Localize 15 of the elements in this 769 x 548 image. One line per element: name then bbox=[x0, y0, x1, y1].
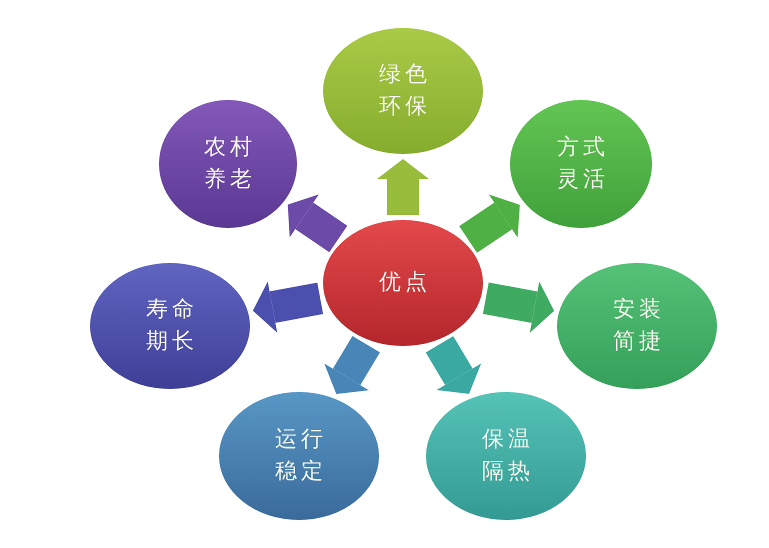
arrow bbox=[288, 194, 348, 252]
arrow bbox=[482, 282, 554, 333]
node-label: 运行稳定 bbox=[274, 426, 328, 486]
node-label: 农村养老 bbox=[203, 134, 257, 194]
node-label: 方式灵活 bbox=[556, 134, 610, 194]
node-label: 保温隔热 bbox=[481, 426, 535, 486]
node-label: 绿色环保 bbox=[378, 61, 432, 121]
node-label: 寿命期长 bbox=[145, 296, 199, 356]
arrow bbox=[252, 282, 324, 333]
arrow bbox=[324, 336, 380, 394]
node-label: 优点 bbox=[378, 269, 432, 297]
node-label: 安装简捷 bbox=[612, 296, 666, 356]
arrow bbox=[426, 336, 482, 394]
arrow bbox=[377, 159, 429, 215]
arrow bbox=[459, 194, 520, 253]
